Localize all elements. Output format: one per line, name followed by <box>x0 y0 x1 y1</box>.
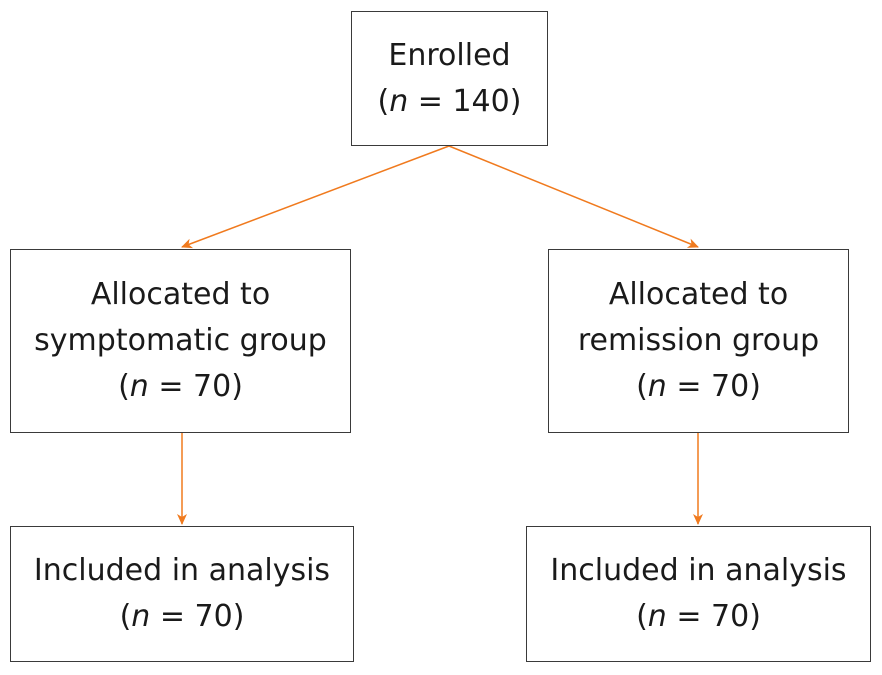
remission-line1: Allocated to <box>608 277 789 312</box>
symptomatic-count: (n = 70) <box>118 364 243 410</box>
remission-count: (n = 70) <box>636 364 761 410</box>
included-left-label: Included in analysis <box>33 553 331 588</box>
included-left-count: (n = 70) <box>120 594 245 640</box>
enrolled-count-open: ( <box>377 83 390 119</box>
enrolled-count-value: = 140) <box>408 83 522 119</box>
remission-line2: remission group <box>577 323 820 358</box>
arrow-enrolled-to-symptomatic <box>181 145 450 249</box>
included-right-count: (n = 70) <box>636 594 761 640</box>
included-left-count-open: ( <box>119 599 132 634</box>
included-analysis-symptomatic-box: Included in analysis (n = 70) <box>10 526 354 662</box>
symptomatic-line2: symptomatic group <box>34 323 327 358</box>
included-analysis-remission-box: Included in analysis (n = 70) <box>526 526 871 662</box>
included-right-count-open: ( <box>636 599 648 634</box>
enrolled-count-var: n <box>389 83 409 119</box>
included-right-label: Included in analysis <box>550 553 847 588</box>
arrow-enrolled-to-remission <box>448 145 699 248</box>
symptomatic-count-open: ( <box>118 369 130 404</box>
enrolled-box: Enrolled (n = 140) <box>351 11 548 146</box>
remission-group-box: Allocated to remission group (n = 70) <box>548 249 849 433</box>
included-left-count-var: n <box>131 599 151 634</box>
symptomatic-count-var: n <box>129 369 149 404</box>
enrolled-count: (n = 140) <box>378 79 522 125</box>
remission-count-value: = 70) <box>666 369 761 404</box>
remission-count-var: n <box>647 369 667 404</box>
symptomatic-line1: Allocated to <box>90 277 271 312</box>
included-left-count-value: = 70) <box>150 599 245 634</box>
symptomatic-count-value: = 70) <box>148 369 243 404</box>
included-right-count-value: = 70) <box>666 599 761 634</box>
remission-count-open: ( <box>636 369 648 404</box>
included-right-count-var: n <box>647 599 667 634</box>
enrolled-label: Enrolled <box>388 37 511 73</box>
symptomatic-group-box: Allocated to symptomatic group (n = 70) <box>10 249 351 433</box>
